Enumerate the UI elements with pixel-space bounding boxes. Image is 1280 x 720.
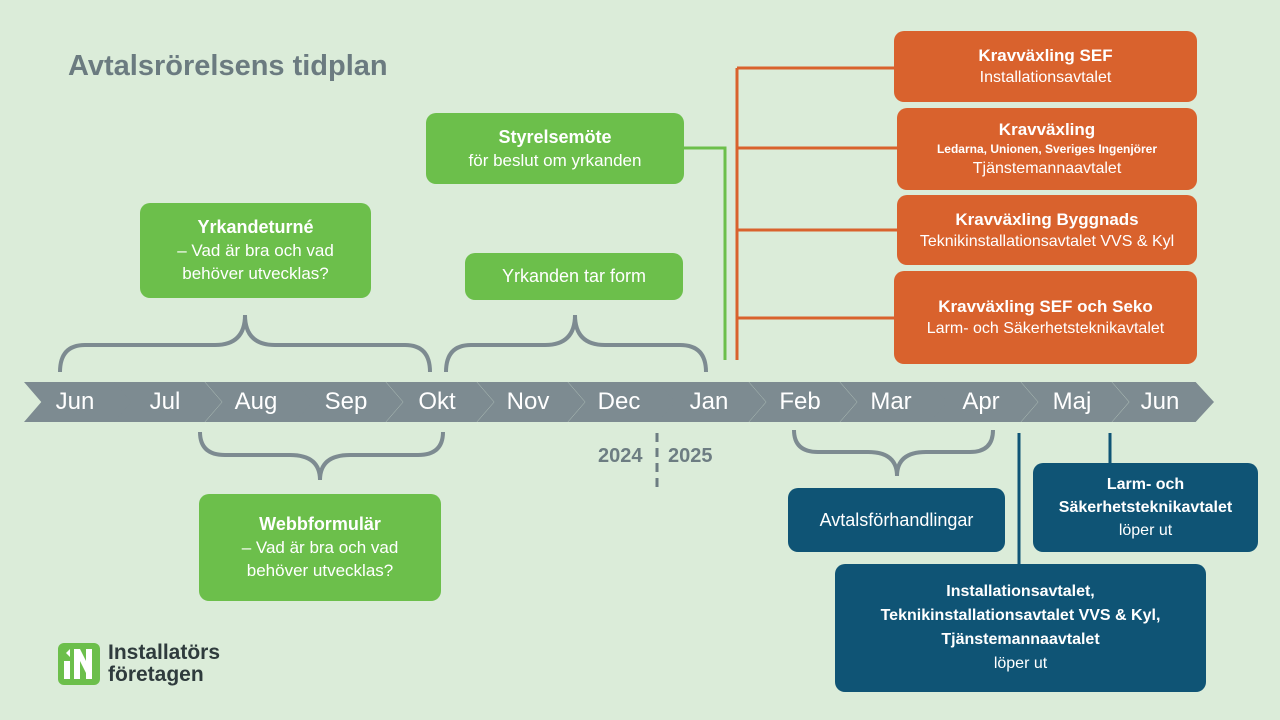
larm-expiry-line2: Säkerhetsteknikavtalet [1058,499,1233,516]
webbformular-title: Webbformulär [259,514,381,534]
logo-text: Installatörs företagen [108,642,220,686]
styrelse-connector [684,146,727,360]
installation-expiry-line2: Teknikinstallationsavtalet VVS & Kyl, [880,607,1161,624]
yrkandeturne-line1: – Vad är bra och vad [177,241,334,260]
logo-line1: Installatörs [108,641,221,664]
month-chevron-feb: Feb [749,382,857,422]
month-chevron-jun-2025: Jun [1112,382,1214,422]
installation-expiry-line3: Tjänstemannaavtalet [941,631,1100,648]
kravvaxling-ledarna-title: Kravväxling [998,120,1096,139]
kravvaxling-ledarna-line1: Tjänstemannaavtalet [972,160,1122,177]
page-title: Avtalsrörelsens tidplan [68,50,388,82]
month-chevron-sep: Sep [295,382,403,422]
month-chevron-nov: Nov [477,382,585,422]
webbformular-line2: behöver utvecklas? [246,561,394,580]
month-chevron-maj: Maj [1021,382,1129,422]
yrkandeturne-line2: behöver utvecklas? [182,264,329,283]
brace-feb-apr [792,429,995,477]
webbformular-line1: – Vad är bra och vad [241,538,399,557]
month-chevron-dec: Dec [568,382,676,422]
month-chevron-jan: Jan [658,382,766,422]
yrkandeturne-box: Yrkandeturné – Vad är bra och vad behöve… [140,203,371,298]
brace-jun-okt [58,314,432,373]
kravvaxling-byggnads-title: Kravväxling Byggnads [955,209,1139,229]
avtalsforhandlingar-text: Avtalsförhandlingar [819,509,974,530]
installation-expiry-box: Installationsavtalet, Teknikinstallation… [835,564,1206,692]
month-chevron-jun-2024: Jun [24,382,132,422]
yrkandeturne-title: Yrkandeturné [197,217,314,237]
year-2025-label: 2025 [668,445,713,467]
webbformular-box: Webbformulär – Vad är bra och vad behöve… [199,494,441,601]
year-2024-label: 2024 [598,445,643,467]
brace-aug-okt [198,431,445,481]
month-chevron-aug: Aug [205,382,313,422]
larm-expiry-line1: Larm- och [1106,476,1185,493]
yrkanden-box: Yrkanden tar form [465,253,683,300]
kravvaxling-sef-seko-line1: Larm- och Säkerhetsteknikavtalet [926,320,1165,337]
month-chevron-apr: Apr [930,382,1038,422]
installation-expiry-line4: löper ut [993,655,1048,672]
yrkanden-text: Yrkanden tar form [501,266,647,286]
kravvaxling-byggnads-line1: Teknikinstallationsavtalet VVS & Kyl [919,232,1175,250]
logo-line2: företagen [108,663,204,686]
kravvaxling-sef-seko-box: Kravväxling SEF och Seko Larm- och Säker… [894,271,1197,364]
kravvaxling-sef-line1: Installationsavtalet [979,69,1112,86]
in-logo-icon [58,643,100,685]
kravvaxling-sef-title: Kravväxling SEF [978,46,1113,65]
styrelsemote-title: Styrelsemöte [498,126,612,147]
installation-expiry-line1: Installationsavtalet, [946,583,1095,600]
kravvaxling-sef-box: Kravväxling SEF Installationsavtalet [894,31,1197,102]
brace-okt-jan [444,314,708,373]
styrelsemote-box: Styrelsemöte för beslut om yrkanden [426,113,684,184]
kravvaxling-sef-seko-title: Kravväxling SEF och Seko [938,297,1153,316]
kravvaxling-ledarna-box: Kravväxling Ledarna, Unionen, Sveriges I… [897,108,1197,190]
kravvaxling-byggnads-box: Kravväxling Byggnads Teknikinstallations… [897,195,1197,265]
avtalsforhandlingar-box: Avtalsförhandlingar [788,488,1005,552]
larm-expiry-line3: löper ut [1118,522,1173,539]
month-chevron-mar: Mar [840,382,948,422]
month-chevron-okt: Okt [386,382,494,422]
month-chevron-jul: Jul [114,382,222,422]
larm-expiry-box: Larm- och Säkerhetsteknikavtalet löper u… [1033,463,1258,552]
styrelsemote-line1: för beslut om yrkanden [468,150,642,170]
kravvaxling-ledarna-unions: Ledarna, Unionen, Sveriges Ingenjörer [936,142,1158,156]
